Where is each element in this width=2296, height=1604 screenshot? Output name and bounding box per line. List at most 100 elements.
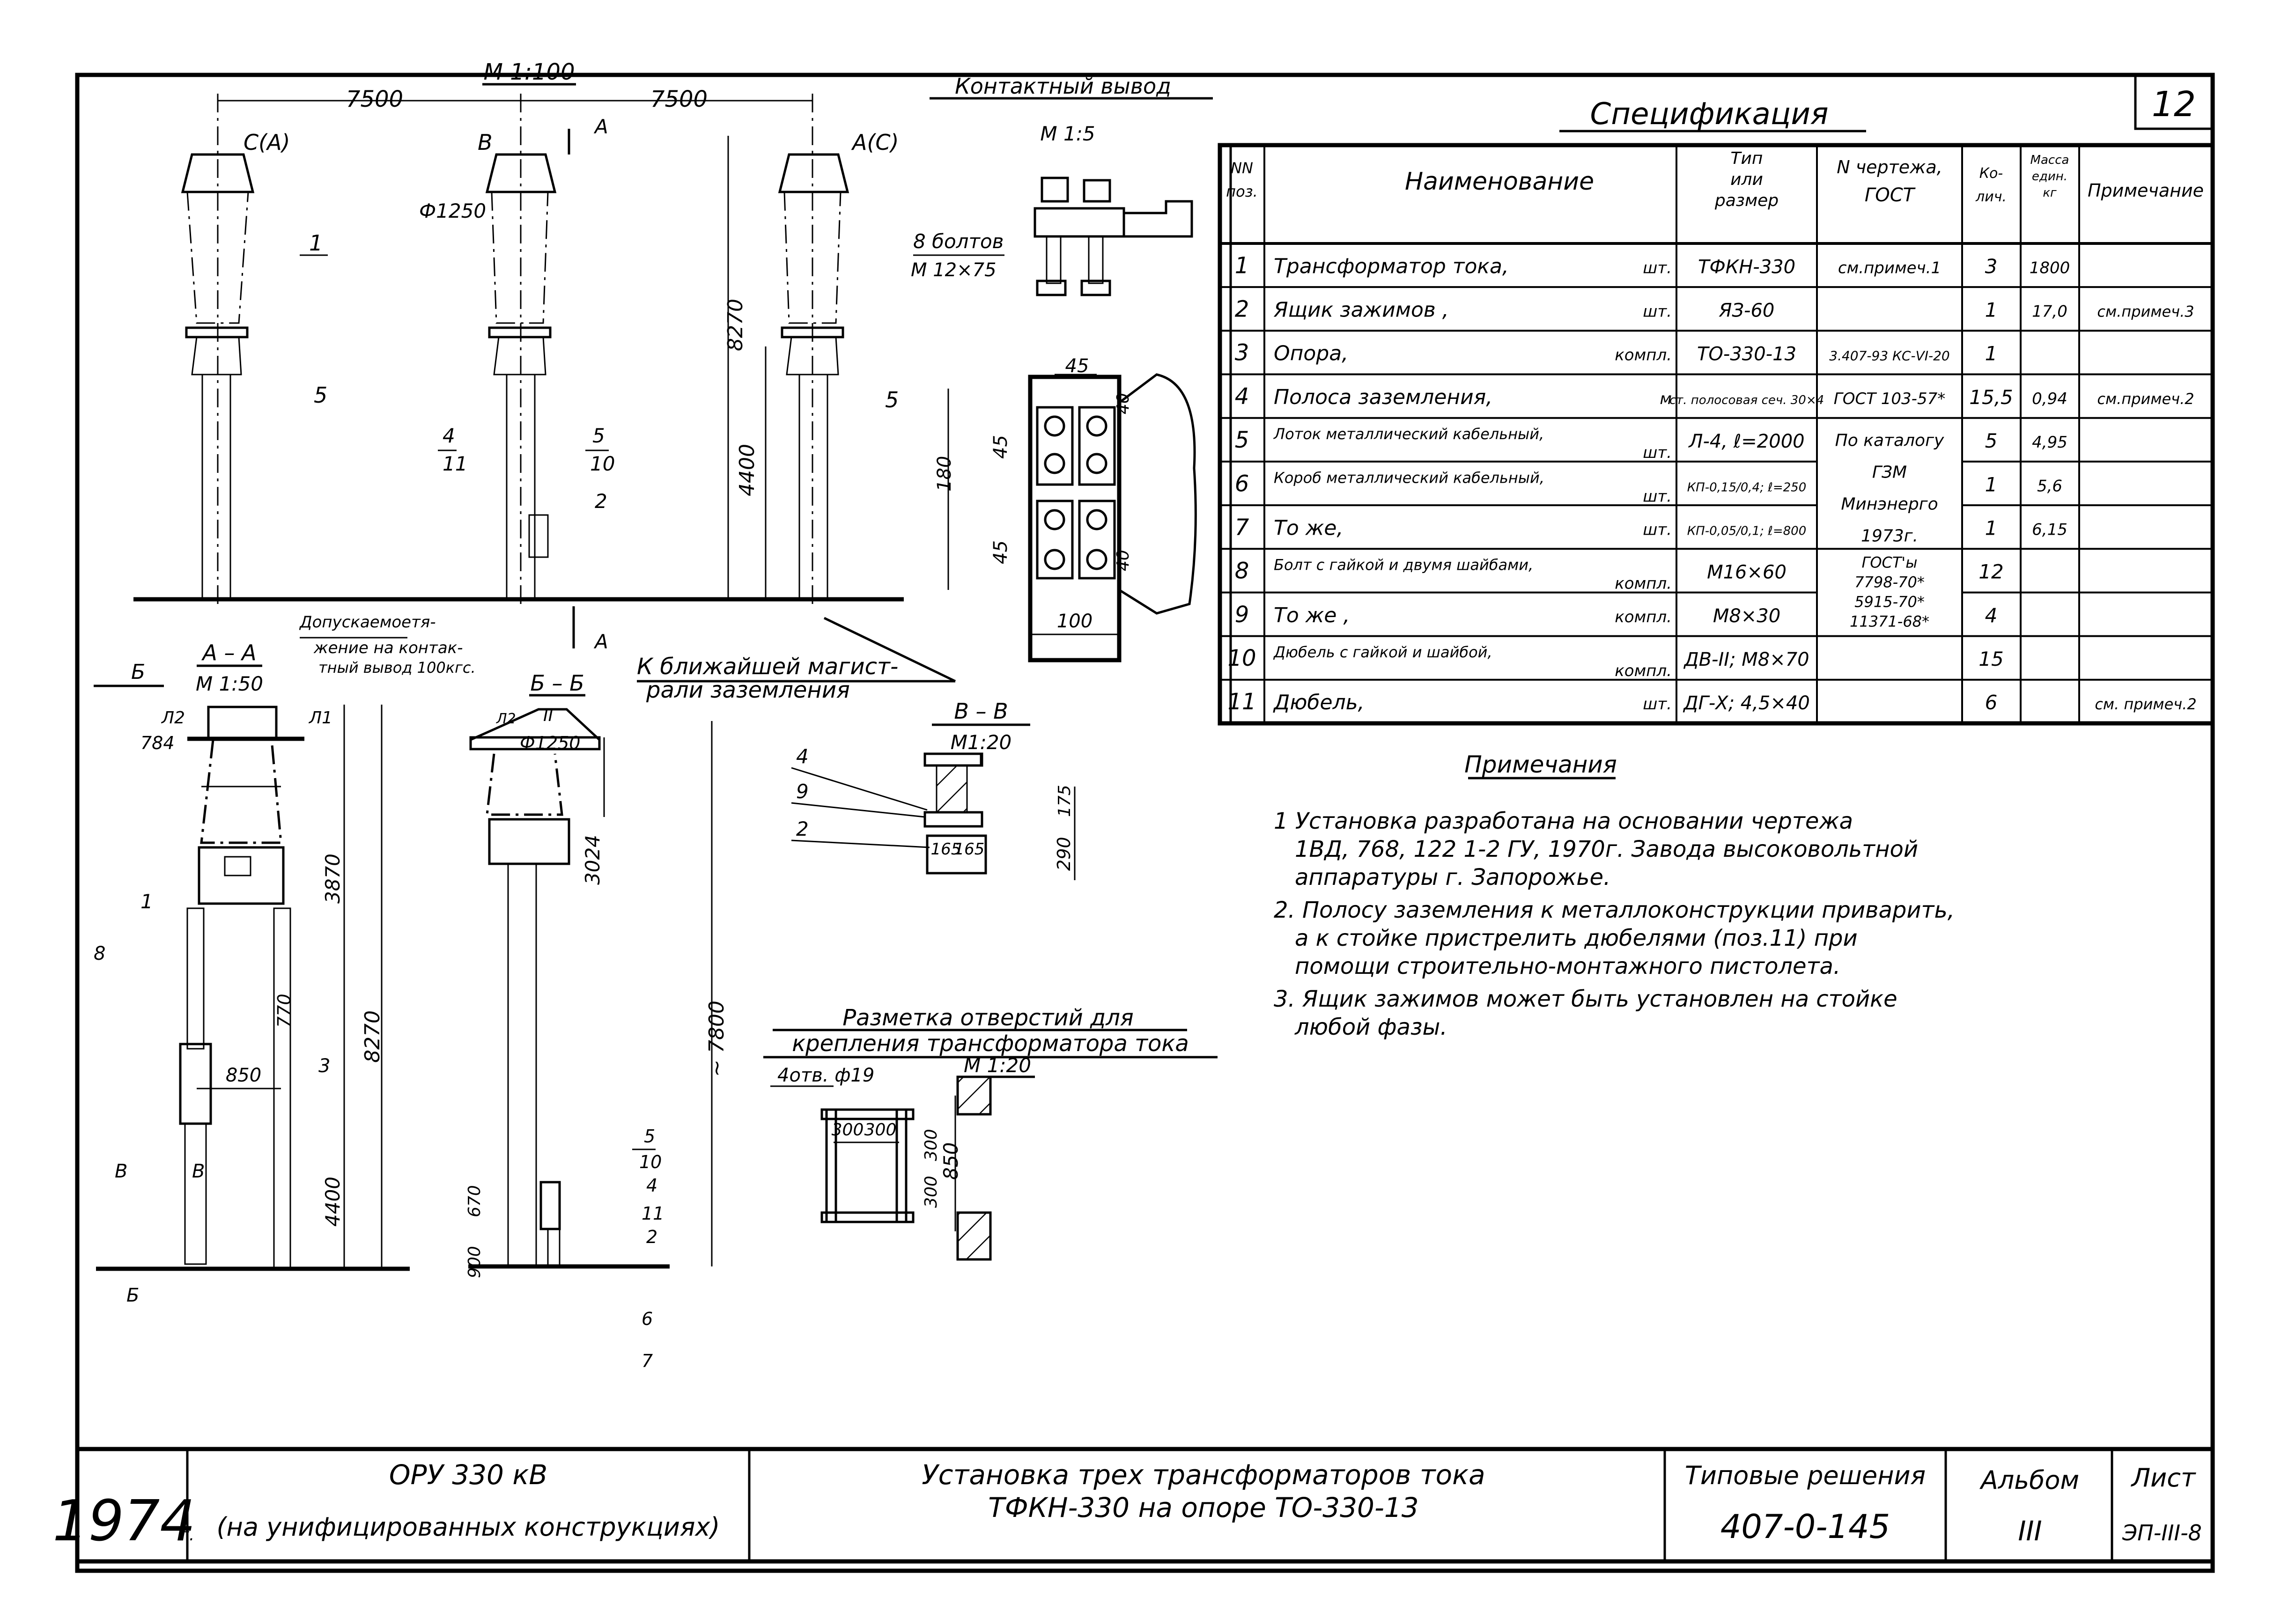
header-mass: един. xyxy=(2032,169,2067,184)
spec-row-note: см.примеч.3 xyxy=(2097,303,2194,321)
note-1-line-3: аппаратуры г. Запорожье. xyxy=(1295,864,1610,890)
header-mass: Масса xyxy=(2030,153,2069,167)
phase-label-c: С(А) xyxy=(244,130,290,155)
spec-merged-drawing-8-9: 5915-70* xyxy=(1854,593,1925,611)
callout-bb-10: 10 xyxy=(639,1152,662,1172)
dim-850-aa: 850 xyxy=(226,1065,261,1086)
callout-bb-6: 6 xyxy=(642,1309,653,1329)
spec-row-type: ДВ-II; М8×70 xyxy=(1683,649,1809,670)
dim-vv-165a: 165 xyxy=(931,840,961,859)
spec-row-name: Дюбель, xyxy=(1273,691,1365,714)
spec-row-name: Дюбель с гайкой и шайбой, xyxy=(1273,643,1492,661)
callout-aa-item-3: 3 xyxy=(318,1055,330,1077)
spec-row-pos: 3 xyxy=(1235,340,1249,366)
spec-row-pos: 9 xyxy=(1235,602,1249,628)
spec-merged-drawing-8-9: 11371-68* xyxy=(1850,612,1929,630)
spec-row-name: Короб металлический кабельный, xyxy=(1274,469,1544,486)
dim-vv-165b: 165 xyxy=(954,840,985,859)
header-drawing: ГОСТ xyxy=(1865,184,1916,206)
dim-diam-bb: Ф1250 xyxy=(520,733,580,753)
dim-vv-175: 175 xyxy=(1055,785,1074,817)
section-b-marker-top: Б xyxy=(131,660,145,684)
spec-row-drawing: 3.407-93 КС-VI-20 xyxy=(1829,348,1949,364)
note-1-line-2: 1ВД, 768, 122 1-2 ГУ, 1970г. Завода высо… xyxy=(1295,836,1918,862)
dim-spacing-left: 7500 xyxy=(346,86,403,112)
spec-row-name: Лоток металлический кабельный, xyxy=(1273,425,1544,443)
dim-8270-aa: 8270 xyxy=(361,1010,384,1063)
spec-row-name: Опора, xyxy=(1274,342,1348,366)
section-bb-title: Б – Б xyxy=(530,670,584,696)
spec-row-qty: 1 xyxy=(1985,516,1998,539)
section-aa-title: А – А xyxy=(201,640,256,665)
spec-merged-drawing-5-7: 1973г. xyxy=(1861,527,1918,546)
callout-item-10: 10 xyxy=(590,452,615,475)
hole-layout: Разметка отверстий для крепления трансфо… xyxy=(763,1005,1218,1261)
spec-row-mass: 6,15 xyxy=(2032,520,2067,539)
note-2-line-3: помощи строительно-монтажного пистолета. xyxy=(1295,953,1840,979)
dim-vv-290: 290 xyxy=(1054,837,1074,871)
specification-table: Спецификация NNпоз.НаименованиеТипилираз… xyxy=(1218,97,2215,726)
section-b-marker-bottom: Б xyxy=(126,1285,139,1306)
dim-4400-aa: 4400 xyxy=(321,1177,344,1227)
spec-row-mass: 5,6 xyxy=(2037,477,2062,495)
spec-row-mass: 17,0 xyxy=(2032,302,2067,321)
spec-row-qty: 6 xyxy=(1985,691,1998,714)
header-type: Тип xyxy=(1731,149,1763,168)
dim-contact-40-bottom: 40 xyxy=(1114,550,1133,571)
header-drawing: N чертежа, xyxy=(1837,157,1942,177)
grounding-note-line2: рали заземления xyxy=(646,677,850,703)
elevation-scale: М 1:100 xyxy=(484,59,575,85)
dim-contact-100: 100 xyxy=(1057,611,1093,632)
note-3-line-1: 3. Ящик зажимов может быть установлен на… xyxy=(1274,986,1897,1012)
section-marker-a-top: А xyxy=(593,115,608,138)
callout-aa-item-8: 8 xyxy=(94,943,105,964)
callout-vv-9: 9 xyxy=(796,780,809,803)
phase-label-b: В xyxy=(478,130,493,155)
title-block: 1974 г. ОРУ 330 кВ (на унифицированных к… xyxy=(52,1447,2215,1564)
spec-row-pos: 11 xyxy=(1227,689,1256,715)
section-aa-scale: М 1:50 xyxy=(196,672,263,695)
contact-output-detail: Контактный вывод М 1:5 8 болтов М 12×75 … xyxy=(911,74,1213,662)
hole-layout-title-line2: крепления трансформатора тока xyxy=(792,1030,1189,1057)
callout-aa-item-1: 1 xyxy=(140,890,153,913)
spec-row-mass: 0,94 xyxy=(2032,390,2067,408)
spec-row-qty: 1 xyxy=(1985,473,1998,496)
spec-row-unit: шт. xyxy=(1643,258,1672,277)
header-note: Примечание xyxy=(2088,180,2204,201)
section-vv-scale: М1:20 xyxy=(951,731,1012,754)
spec-row-unit: шт. xyxy=(1643,487,1672,506)
section-vv-title: В – В xyxy=(954,699,1008,724)
spec-row-unit: компл. xyxy=(1615,608,1672,626)
spec-row-drawing: см.примеч.1 xyxy=(1838,258,1941,277)
spec-row-type: ТФКН-330 xyxy=(1698,256,1795,278)
spec-row-unit: шт. xyxy=(1643,302,1672,321)
spec-row-unit: м xyxy=(1660,390,1672,408)
callout-item-4: 4 xyxy=(443,424,455,447)
contact-output-title: Контактный вывод xyxy=(955,74,1171,99)
spec-row-type: КП-0,05/0,1; ℓ=800 xyxy=(1687,524,1807,538)
spec-row-type: М16×60 xyxy=(1707,562,1787,583)
bolts-size-label: М 12×75 xyxy=(911,259,997,281)
spec-merged-drawing-8-9: 7798-70* xyxy=(1854,573,1925,591)
label-l1: Л1 xyxy=(308,708,332,728)
spec-row-unit: компл. xyxy=(1615,574,1672,593)
callout-bb-11: 11 xyxy=(642,1203,664,1224)
dim-contact-40-top: 40 xyxy=(1114,393,1133,414)
page-number-box: 12 xyxy=(2134,74,2214,130)
spec-row-pos: 7 xyxy=(1235,514,1249,540)
album-label: Альбом xyxy=(1979,1465,2079,1495)
label-l2-bb: Л2 xyxy=(496,711,516,727)
series-label: Типовые решения xyxy=(1685,1461,1926,1490)
spec-row-note: см.примеч.2 xyxy=(2097,390,2194,408)
spec-row-qty: 4 xyxy=(1985,604,1998,627)
bolt-pattern xyxy=(1036,406,1116,580)
spec-row-mass: 1800 xyxy=(2030,258,2070,277)
callout-vv-2: 2 xyxy=(796,817,809,840)
phase-a-transformer xyxy=(778,153,849,600)
notes-title: Примечания xyxy=(1464,751,1617,778)
callout-item-2: 2 xyxy=(595,490,607,513)
dim-contact-45-lower: 45 xyxy=(990,540,1011,564)
header-type: размер xyxy=(1714,191,1779,210)
spec-merged-drawing-8-9: ГОСТ'ы xyxy=(1862,553,1918,571)
note-2-line-2: а к стойке пристрелить дюбелями (поз.11)… xyxy=(1295,925,1858,951)
